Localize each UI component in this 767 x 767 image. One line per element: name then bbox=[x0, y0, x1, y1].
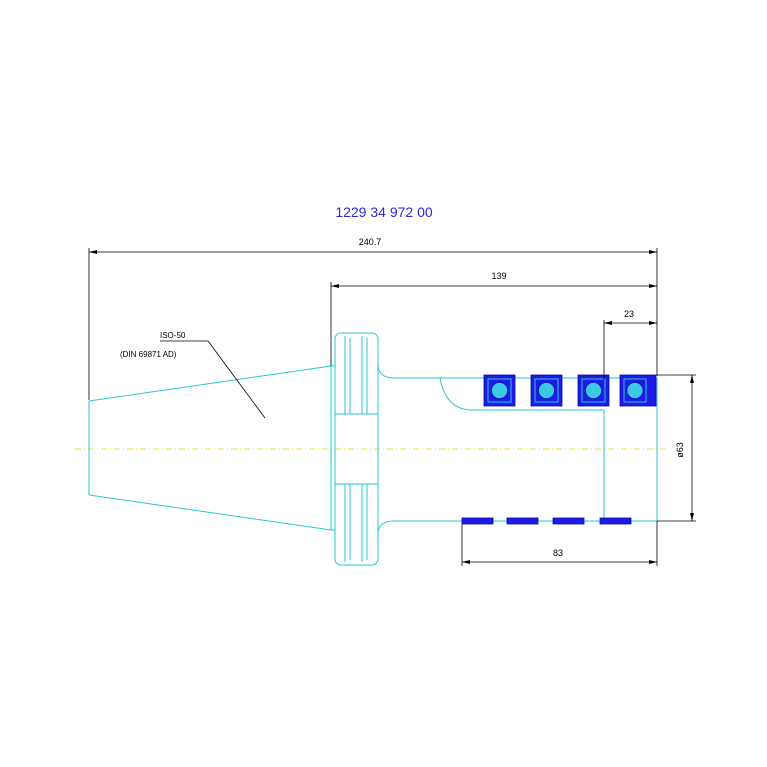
insert-bottom-2 bbox=[506, 517, 539, 525]
dimension-diameter-label: ø63 bbox=[675, 442, 685, 458]
insert-top-1 bbox=[483, 374, 516, 407]
dimension-overall-length bbox=[88, 248, 658, 400]
dimension-overall-length-label: 240.7 bbox=[359, 237, 382, 247]
insert-top-2 bbox=[530, 374, 563, 407]
insert-bottom-1 bbox=[461, 517, 494, 525]
dimension-insert-offset-label: 23 bbox=[624, 309, 634, 319]
dimension-body-length bbox=[330, 282, 657, 366]
insert-bottom-4 bbox=[599, 517, 632, 525]
dimension-insert-offset bbox=[603, 320, 657, 380]
dimension-diameter bbox=[657, 374, 696, 522]
taper-label: ISO-50 bbox=[160, 331, 186, 340]
insert-top-3 bbox=[577, 374, 610, 407]
insert-bottom-3 bbox=[552, 517, 585, 525]
taper-shank bbox=[88, 365, 332, 531]
insert-top-4 bbox=[619, 374, 657, 407]
dimension-body-length-label: 139 bbox=[491, 271, 506, 281]
dimension-cutting-length bbox=[461, 521, 658, 566]
taper-label-leader bbox=[160, 340, 266, 419]
cutter-body bbox=[377, 363, 658, 535]
part-number-title: 1229 34 972 00 bbox=[335, 204, 433, 220]
v-flange bbox=[331, 332, 379, 566]
taper-standard-label: (DIN 69871 AD) bbox=[120, 350, 177, 359]
dimension-cutting-length-label: 83 bbox=[553, 548, 563, 558]
